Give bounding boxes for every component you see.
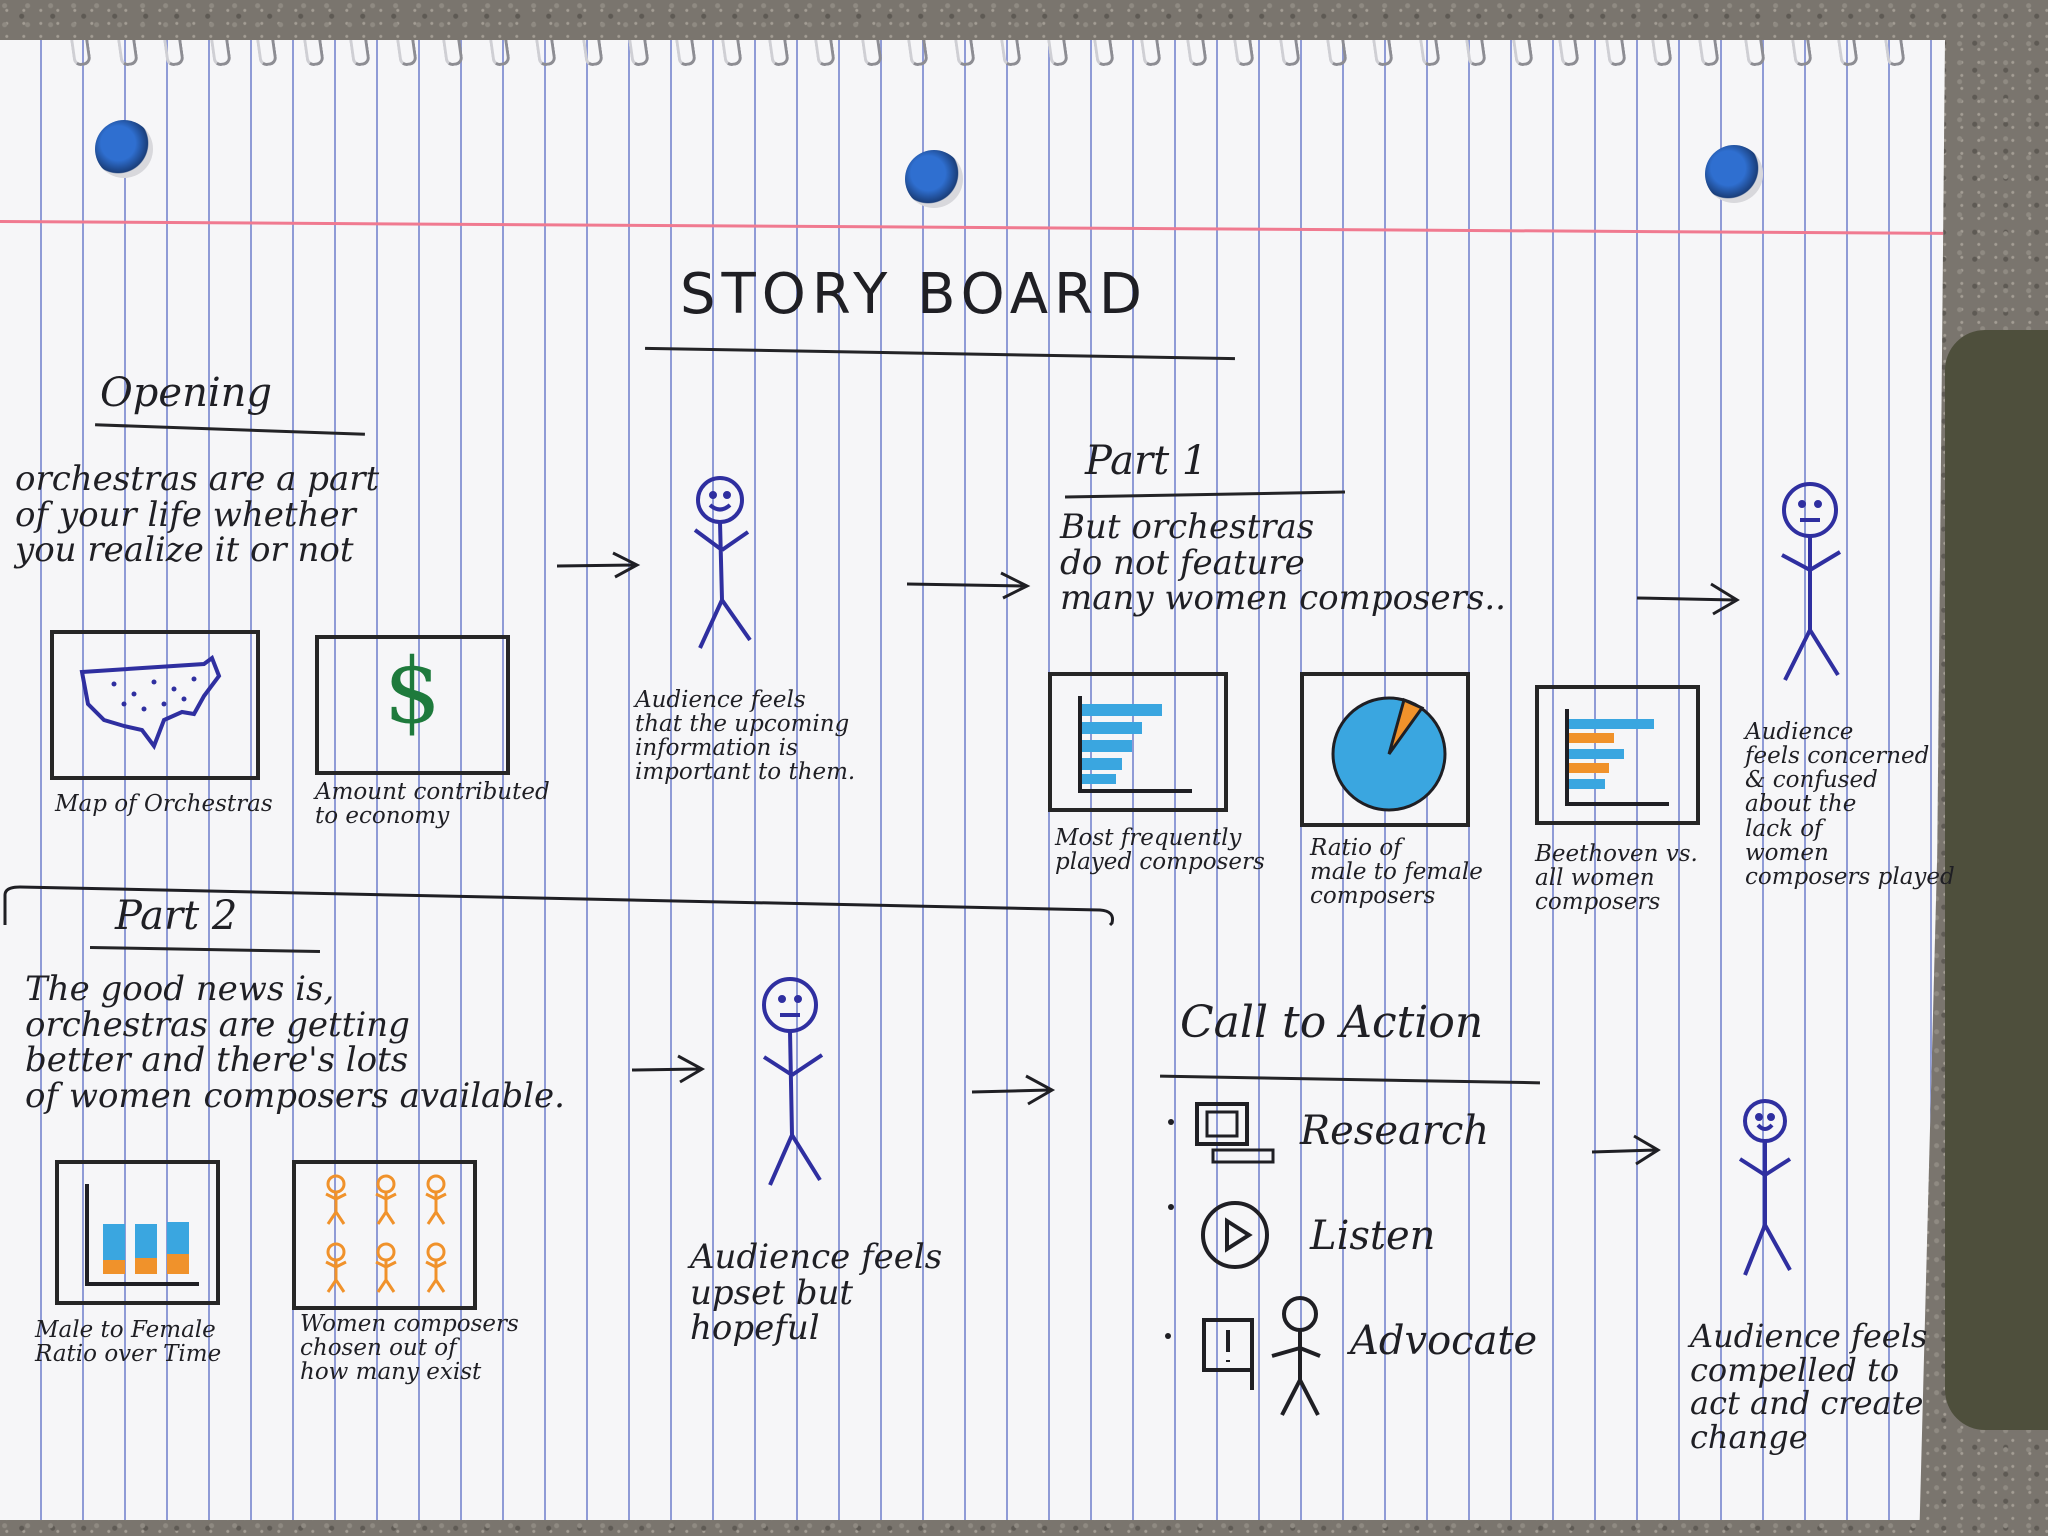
dollar-icon: $ [383, 639, 442, 744]
punch-hole [95, 120, 153, 178]
pie-chart-icon [1331, 696, 1447, 812]
pie-chart-caption: Ratio of male to female composers [1310, 835, 1483, 910]
arrow-icon [1591, 1134, 1661, 1166]
stick-figure-compelled-icon [1738, 1099, 1792, 1276]
arrow-icon [1636, 582, 1740, 616]
part2-text: The good news is, orchestras are getting… [25, 969, 565, 1117]
margin-line [0, 220, 1945, 235]
people-grid-icon [325, 1174, 447, 1293]
play-icon [1168, 1201, 1269, 1269]
arrow-icon [631, 1054, 706, 1084]
part1-feeling: Audience feels concerned & confused abou… [1745, 719, 1955, 890]
part2-feeling: Audience feels upset but hopeful [690, 1237, 943, 1349]
ratio-over-time-caption: Male to Female Ratio over Time [35, 1317, 222, 1368]
stick-figure-neutral-icon [1781, 482, 1842, 681]
cta-feeling: Audience feels compelled to act and crea… [1690, 1317, 1928, 1456]
cta-advocate-label: Advocate [1350, 1318, 1538, 1364]
computer-icon [1168, 1102, 1275, 1164]
part1-text: But orchestras do not feature many women… [1060, 507, 1506, 619]
women-chosen-caption: Women composers chosen out of how many e… [300, 1311, 519, 1386]
arrow-icon [971, 1074, 1056, 1106]
part2-heading: Part 2 [115, 893, 238, 939]
comparison-chart-visual [1535, 685, 1700, 825]
stacked-bar-chart-icon [85, 1184, 199, 1286]
bracket-line [3, 885, 1114, 927]
opening-feeling: Audience feels that the upcoming informa… [635, 687, 856, 786]
economy-caption: Amount contributed to economy [315, 779, 550, 830]
cta-heading: Call to Action [1180, 997, 1484, 1048]
pie-chart-visual [1300, 672, 1470, 827]
storyboard-title: STORY BOARD [680, 262, 1149, 327]
women-chosen-visual [292, 1160, 477, 1310]
map-visual [50, 630, 260, 780]
bar-chart-visual [1048, 672, 1228, 812]
map-caption: Map of Orchestras [55, 791, 273, 817]
notebook-page [0, 40, 1945, 1520]
economy-visual: $ [315, 635, 510, 775]
stick-figure-smiling-icon [693, 476, 752, 649]
horizontal-bar-chart-icon [1078, 696, 1192, 793]
spiral-binding [0, 40, 1945, 112]
arrow-icon [556, 551, 641, 579]
grouped-bar-chart-icon [1565, 709, 1669, 806]
stick-figure-hopeful-icon [762, 977, 824, 1186]
ratio-over-time-visual [55, 1160, 220, 1305]
punch-hole [905, 150, 963, 208]
cta-research-label: Research [1300, 1108, 1490, 1154]
opening-heading: Opening [100, 370, 272, 416]
part1-heading: Part 1 [1085, 438, 1208, 484]
punch-hole [1705, 145, 1763, 203]
backpack-strap [1945, 330, 2048, 1430]
bar-chart-caption: Most frequently played composers [1055, 825, 1265, 876]
us-map-icon [79, 654, 222, 751]
arrow-icon [906, 571, 1031, 600]
advocate-sign-icon [1165, 1296, 1321, 1416]
cta-listen-label: Listen [1310, 1213, 1436, 1259]
opening-text: orchestras are a part of your life wheth… [15, 459, 380, 571]
comparison-chart-caption: Beethoven vs. all women composers [1535, 841, 1698, 916]
